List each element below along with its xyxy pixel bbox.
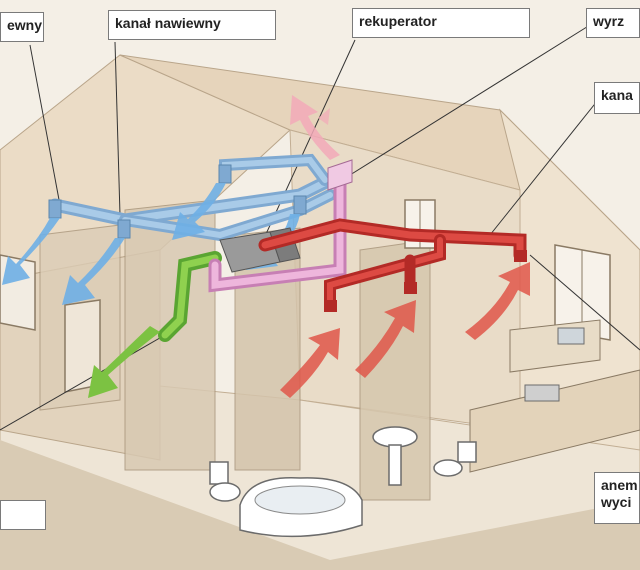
label-right-bottom-line1: anem bbox=[601, 477, 638, 493]
label-right-bottom-line2: wyci bbox=[601, 494, 632, 510]
extract-grille-2 bbox=[404, 282, 417, 294]
supply-arrow-1 bbox=[2, 218, 60, 285]
label-supply-duct: kanał nawiewny bbox=[108, 10, 276, 40]
leader-supply-duct bbox=[114, 41, 121, 216]
label-left-bottom bbox=[0, 500, 46, 530]
extract-arrow-1 bbox=[280, 328, 340, 398]
leader-right-top bbox=[349, 24, 591, 176]
toilet-tank-left bbox=[209, 461, 229, 485]
label-left-top: ewny bbox=[0, 12, 44, 42]
floor-slab bbox=[0, 440, 640, 570]
washbasin bbox=[372, 426, 418, 448]
label-recuperator-text: rekuperator bbox=[359, 13, 437, 29]
label-right-mid: kana bbox=[594, 82, 640, 114]
extract-grille-1 bbox=[324, 300, 337, 312]
fresh-air-duct-highlight bbox=[161, 254, 219, 339]
supply-arrow-2 bbox=[62, 238, 125, 305]
fresh-air-intake bbox=[88, 251, 222, 398]
extract-arrows bbox=[280, 262, 530, 398]
supply-diffuser-1 bbox=[48, 199, 62, 219]
label-right-mid-text: kana bbox=[601, 87, 633, 103]
supply-duct-lower-highlight bbox=[122, 192, 333, 239]
extract-arrow-3 bbox=[465, 262, 530, 340]
roof-left bbox=[0, 54, 291, 281]
toilet-bowl-left bbox=[209, 482, 241, 502]
supply-diffuser-2 bbox=[117, 219, 131, 239]
bathtub-inner bbox=[254, 485, 346, 515]
washbasin-pedestal bbox=[388, 444, 402, 486]
supply-duct-main-highlight bbox=[51, 176, 334, 224]
supply-diffuser-3 bbox=[218, 164, 232, 184]
exhaust-arrow-tail bbox=[318, 108, 330, 125]
supply-duct-network bbox=[48, 153, 337, 242]
kitchen-hob bbox=[524, 384, 560, 402]
extract-duct-branch-highlight bbox=[327, 237, 443, 308]
supply-arrow-3 bbox=[172, 183, 226, 240]
leader-left-mid bbox=[0, 334, 166, 431]
toilet-tank-right bbox=[457, 441, 477, 463]
leader-right-bottom bbox=[529, 254, 640, 351]
extract-arrow-2 bbox=[355, 300, 416, 378]
supply-diffuser-4 bbox=[293, 195, 307, 215]
exhaust-roof-cap bbox=[327, 159, 353, 191]
label-recuperator: rekuperator bbox=[352, 8, 530, 38]
extract-grille-3 bbox=[514, 250, 527, 262]
label-supply-duct-text: kanał nawiewny bbox=[115, 15, 221, 31]
fresh-air-arrow bbox=[88, 326, 160, 398]
label-right-top-text: wyrz bbox=[593, 13, 625, 29]
kitchen bbox=[469, 319, 640, 473]
kitchen-sink bbox=[557, 327, 585, 345]
extract-duct-main-highlight bbox=[261, 221, 524, 259]
leader-right-mid bbox=[489, 99, 599, 236]
toilet-bowl-right bbox=[433, 459, 463, 477]
label-right-top: wyrz bbox=[586, 8, 640, 38]
extract-duct-network bbox=[258, 218, 527, 312]
label-right-bottom: anem wyci bbox=[594, 472, 640, 524]
label-left-top-text: ewny bbox=[7, 17, 43, 33]
bathroom bbox=[209, 426, 477, 538]
exhaust-arrow-up bbox=[290, 95, 340, 160]
leader-left-top bbox=[29, 44, 61, 206]
